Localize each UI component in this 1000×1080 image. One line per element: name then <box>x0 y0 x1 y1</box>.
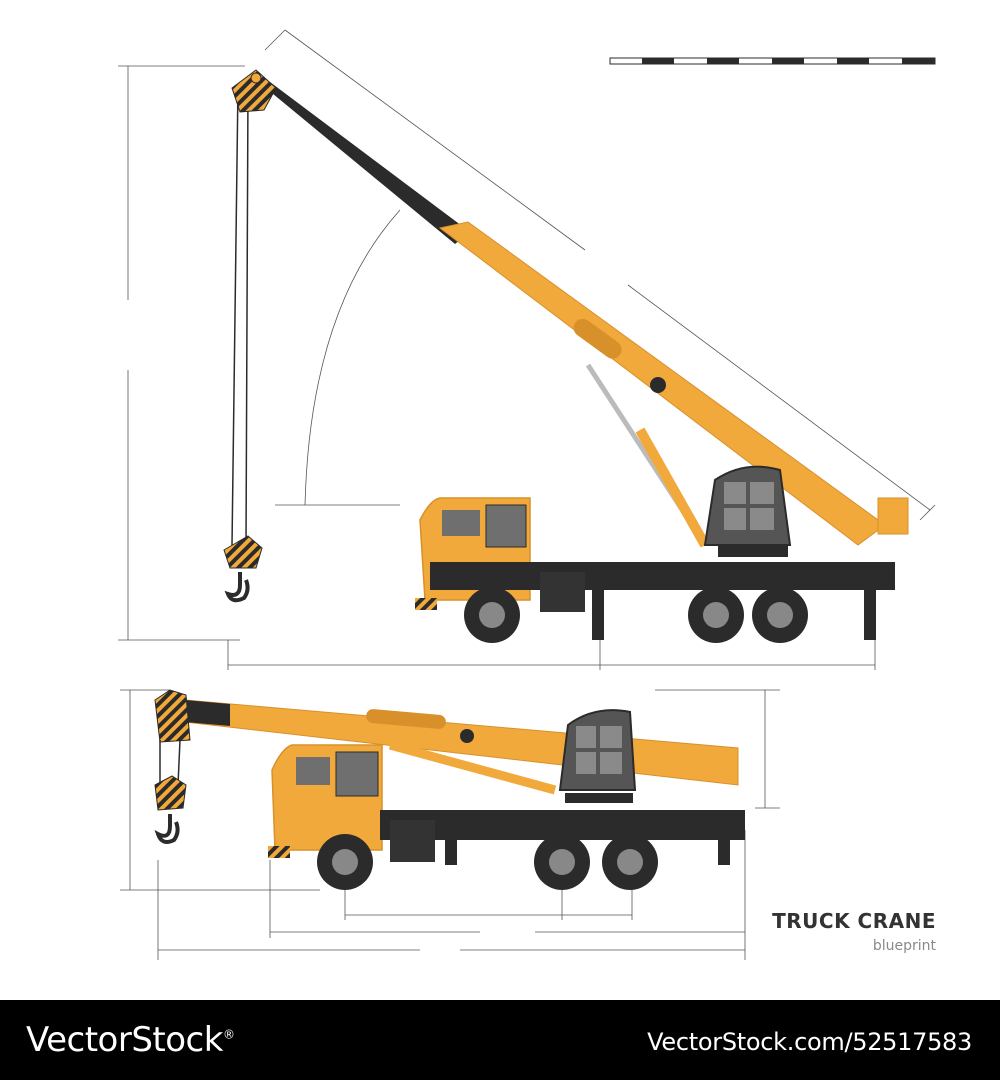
wheels-top <box>464 587 808 643</box>
crane-extended-top <box>223 69 909 643</box>
brand-logo: VectorStock® <box>26 1020 235 1060</box>
watermark-footer: VectorStock® VectorStock.com/52517583 <box>0 1000 1000 1080</box>
scale-bar <box>609 57 936 65</box>
caption-subtitle: blueprint <box>872 938 936 954</box>
brand-name: VectorStock <box>26 1020 223 1060</box>
dimension-lines-bottom <box>120 689 780 960</box>
image-url: VectorStock.com/52517583 <box>647 1028 972 1056</box>
brand-registered-mark: ® <box>222 1027 235 1042</box>
truck-crane-blueprint-illustration <box>118 29 936 960</box>
crane-transport-bottom <box>154 689 745 890</box>
caption-title: TRUCK CRANE <box>772 909 936 933</box>
dimension-lines-top <box>118 29 936 670</box>
wheels-bottom <box>317 834 658 890</box>
